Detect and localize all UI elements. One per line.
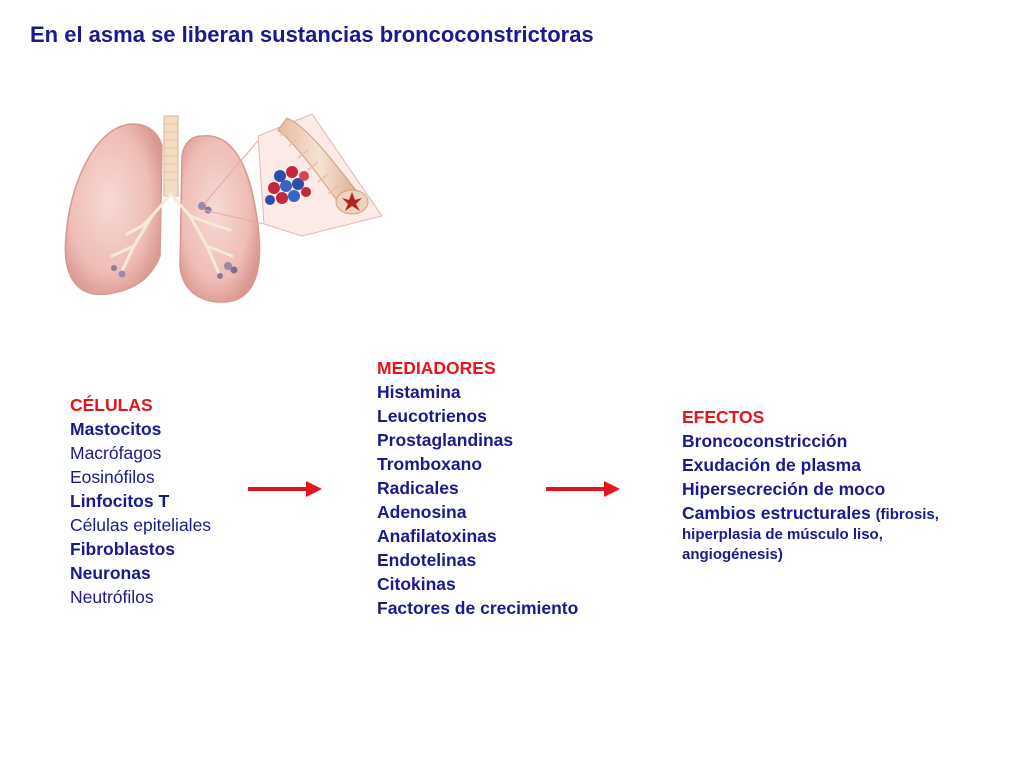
mediator-item: Histamina (377, 382, 461, 402)
bronchial-tree (110, 192, 234, 278)
effects-heading: EFECTOS (682, 407, 765, 427)
effect-item: Broncoconstricción (682, 431, 848, 451)
effect-item: Hipersecreción de moco (682, 479, 886, 499)
cells-column: CÉLULAS Mastocitos Macrófagos Eosinófilo… (70, 393, 211, 609)
arrow-right-icon (248, 481, 322, 497)
lung-illustration (64, 113, 383, 303)
cell-item: Macrófagos (70, 443, 162, 463)
molecule-cluster (265, 166, 311, 205)
cell-item: Mastocitos (70, 419, 162, 439)
mediator-item: Leucotrienos (377, 406, 487, 426)
cell-item: Linfocitos T (70, 491, 170, 511)
cell-item: Eosinófilos (70, 467, 155, 487)
cells-heading: CÉLULAS (70, 395, 153, 415)
mediators-column: MEDIADORES Histamina Leucotrienos Prosta… (377, 356, 578, 620)
cell-item: Fibroblastos (70, 539, 176, 559)
mediator-item: Factores de crecimiento (377, 598, 579, 618)
mediators-heading: MEDIADORES (377, 358, 496, 378)
mediator-item: Radicales (377, 478, 459, 498)
effect-item-detail: hiperplasia de músculo liso, (682, 526, 883, 543)
right-lung-shape (179, 135, 261, 303)
effects-column: EFECTOS Broncoconstricción Exudación de … (682, 405, 939, 565)
effect-item-detail: (fibrosis, (875, 506, 939, 523)
mediator-item: Prostaglandinas (377, 430, 514, 450)
effect-item-structural: Cambios estructurales (fibrosis, (682, 501, 939, 525)
mediator-item: Tromboxano (377, 454, 483, 474)
bronchus-zoom-inset (257, 113, 383, 237)
mediator-item: Anafilatoxinas (377, 526, 497, 546)
effect-item-main: Cambios estructurales (682, 503, 871, 523)
effect-item: Exudación de plasma (682, 455, 861, 475)
mediator-item: Citokinas (377, 574, 456, 594)
effect-item-detail: angiogénesis) (682, 546, 783, 563)
left-lung-shape (64, 123, 163, 296)
mediator-item: Adenosina (377, 502, 467, 522)
mediator-item: Endotelinas (377, 550, 477, 570)
cell-item: Neuronas (70, 563, 151, 583)
cell-item: Células epiteliales (70, 515, 212, 535)
slide-title: En el asma se liberan sustancias broncoc… (30, 22, 594, 47)
cell-item: Neutrófilos (70, 587, 154, 607)
arrow-right-icon (546, 481, 620, 497)
